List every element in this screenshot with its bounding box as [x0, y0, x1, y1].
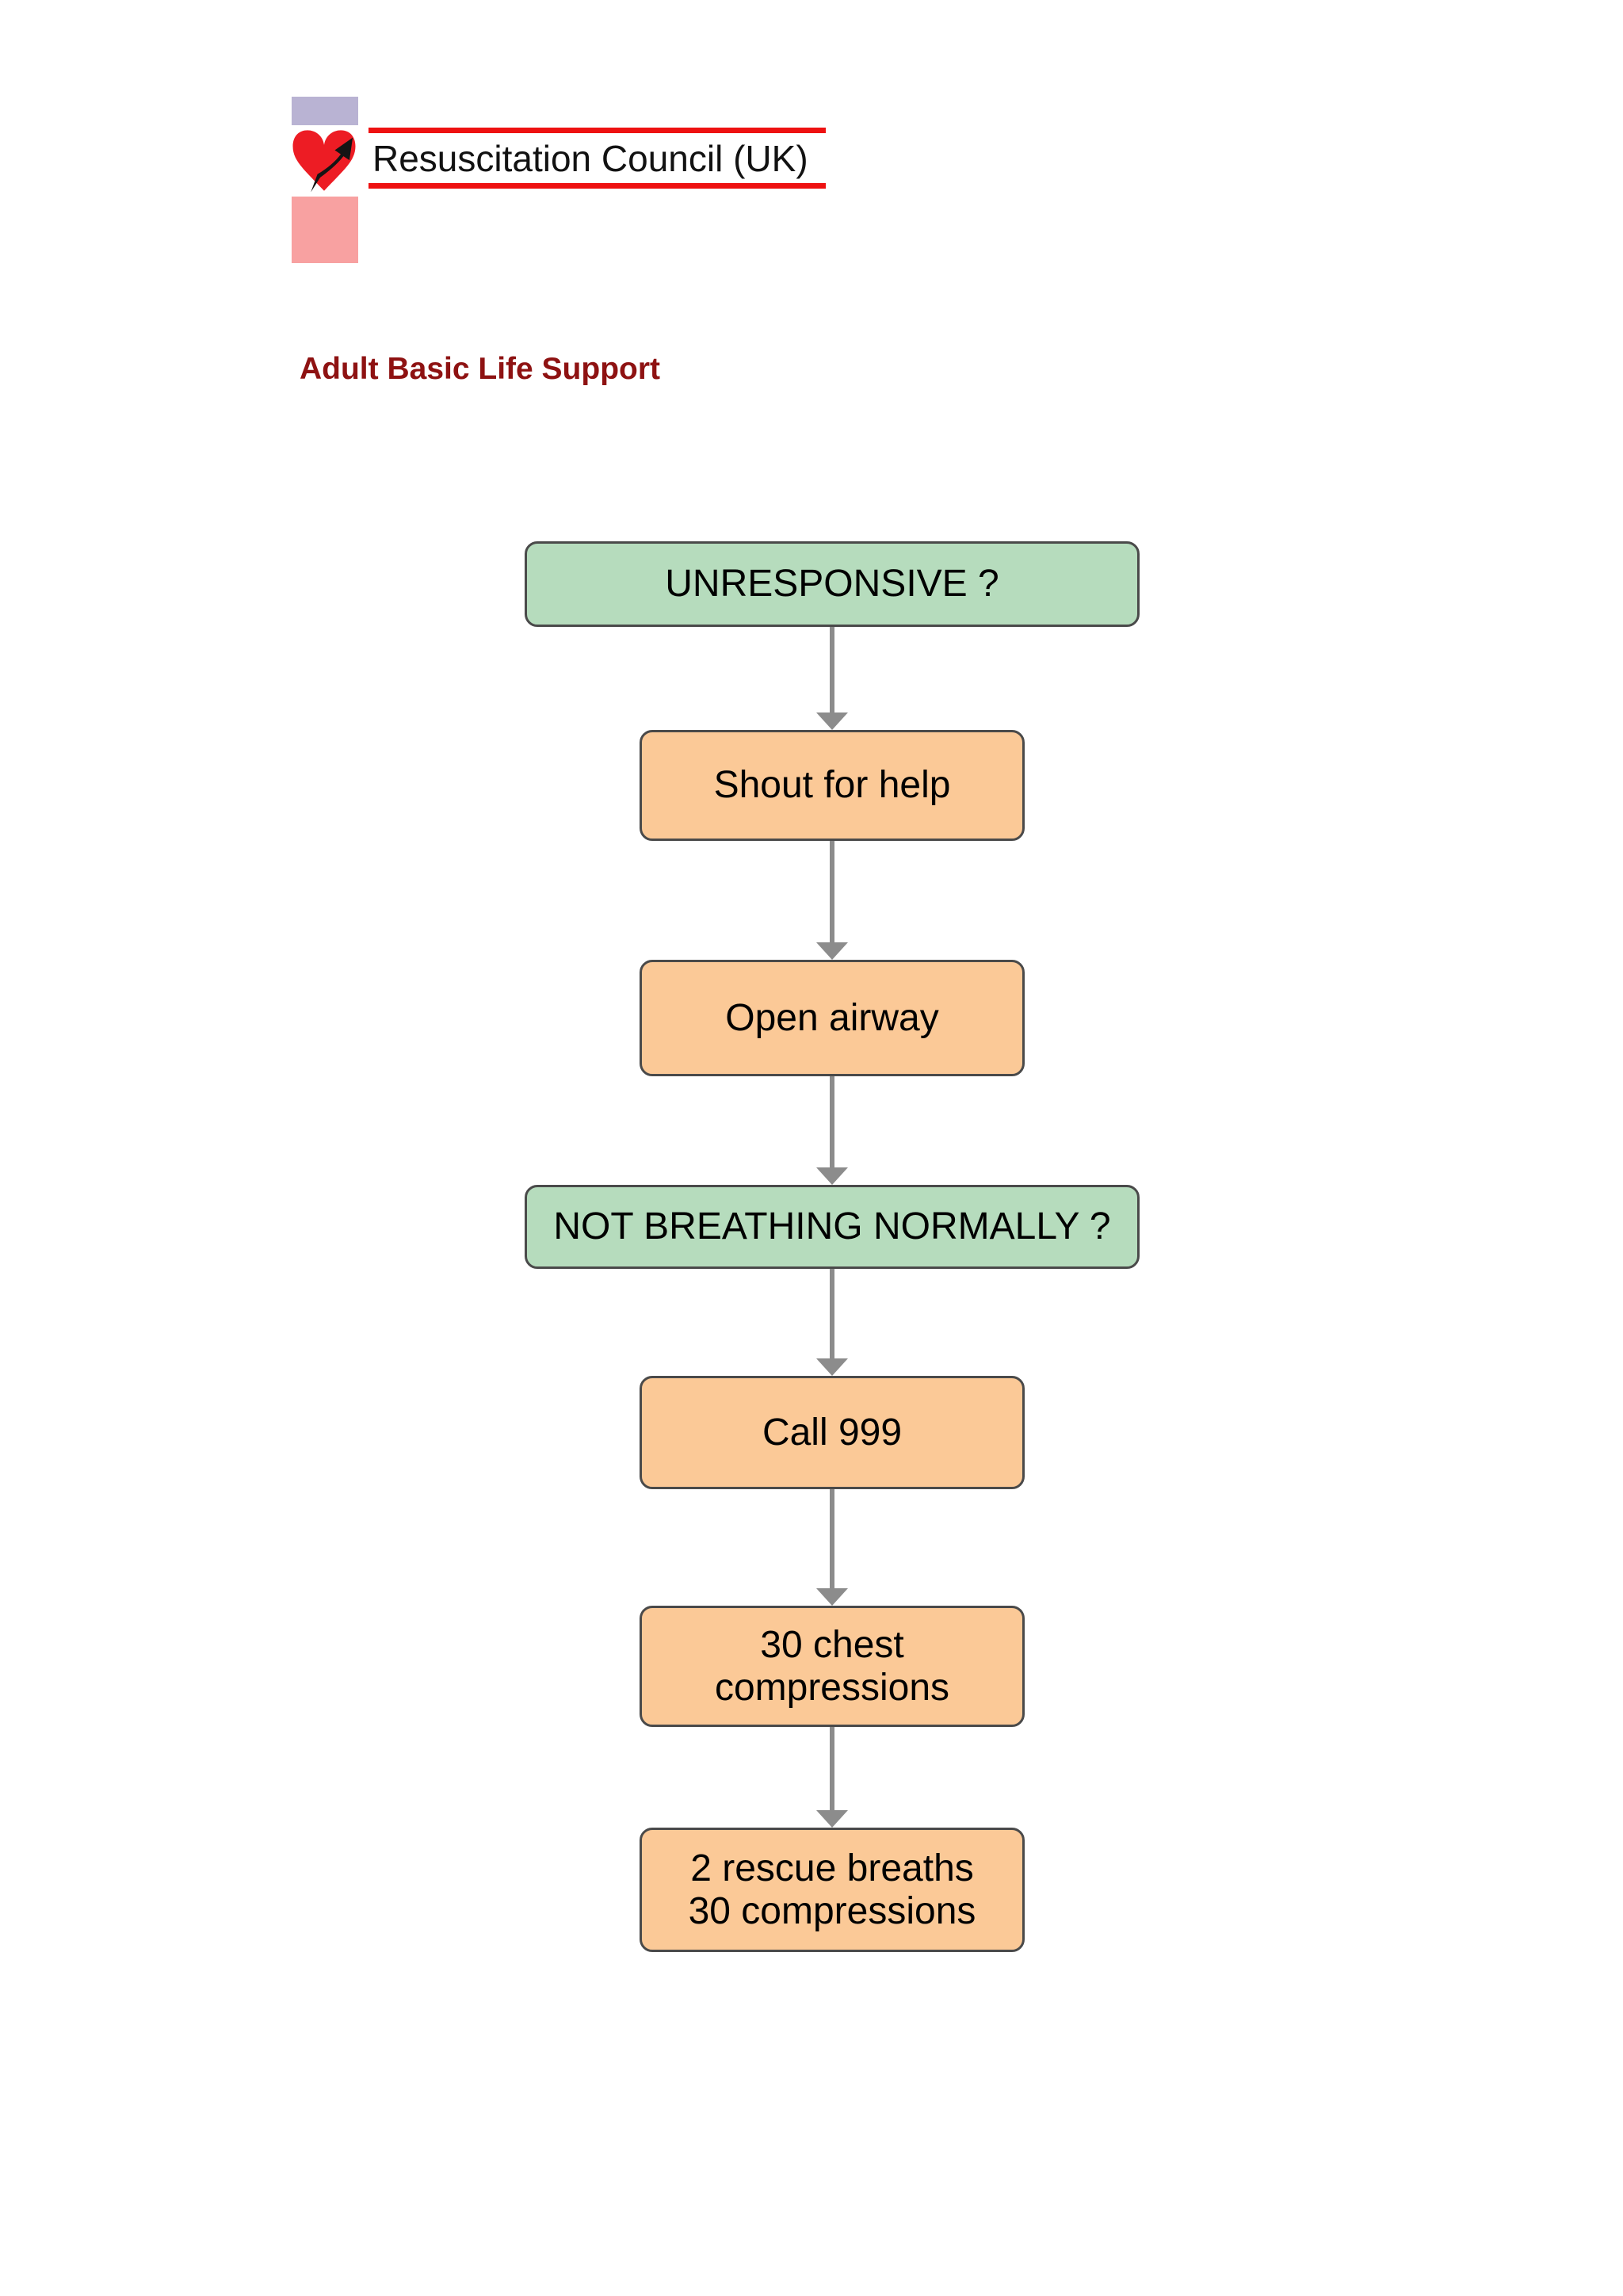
flow-node-label: Shout for help	[713, 764, 951, 807]
logo-rule-top	[369, 128, 826, 133]
flow-node-label: UNRESPONSIVE ?	[665, 563, 999, 606]
arrow-shaft	[830, 1489, 834, 1591]
logo-lavender-square	[292, 97, 358, 125]
arrow-head-icon	[816, 1588, 848, 1606]
flow-arrow-down	[802, 1269, 862, 1376]
page-title: Adult Basic Life Support	[300, 352, 661, 386]
arrow-head-icon	[816, 1810, 848, 1828]
flow-node-2-rescue-breaths-30-compressions: 2 rescue breaths 30 compressions	[640, 1828, 1025, 1952]
logo-pink-square	[292, 197, 358, 263]
arrow-shaft	[830, 841, 834, 946]
org-name: Resuscitation Council (UK)	[372, 137, 808, 179]
flow-node-call-999: Call 999	[640, 1376, 1025, 1489]
flow-arrow-down	[802, 627, 862, 730]
flow-node-label: NOT BREATHING NORMALLY ?	[553, 1205, 1111, 1248]
flow-arrow-down	[802, 1727, 862, 1828]
flow-node-not-breathing-normally: NOT BREATHING NORMALLY ?	[525, 1185, 1140, 1269]
flow-arrow-down	[802, 841, 862, 960]
flow-node-label: Open airway	[725, 996, 939, 1039]
arrow-shaft	[830, 1076, 834, 1171]
arrow-shaft	[830, 627, 834, 716]
flow-node-open-airway: Open airway	[640, 960, 1025, 1076]
arrow-head-icon	[816, 712, 848, 730]
flow-node-unresponsive: UNRESPONSIVE ?	[525, 541, 1140, 627]
heart-flash-icon	[290, 128, 358, 194]
flow-node-label: 2 rescue breaths 30 compressions	[688, 1847, 976, 1932]
flow-node-30-chest-compressions: 30 chest compressions	[640, 1606, 1025, 1727]
flow-node-shout-for-help: Shout for help	[640, 730, 1025, 841]
flow-arrow-down	[802, 1489, 862, 1606]
flow-node-label: 30 chest compressions	[714, 1623, 950, 1709]
arrow-head-icon	[816, 1358, 848, 1376]
flow-arrow-down	[802, 1076, 862, 1185]
arrow-head-icon	[816, 942, 848, 960]
arrow-head-icon	[816, 1167, 848, 1185]
arrow-shaft	[830, 1269, 834, 1362]
arrow-shaft	[830, 1727, 834, 1813]
org-logo: Resuscitation Council (UK)	[0, 0, 1623, 285]
flow-node-label: Call 999	[762, 1411, 903, 1454]
logo-rule-bottom	[369, 183, 826, 189]
